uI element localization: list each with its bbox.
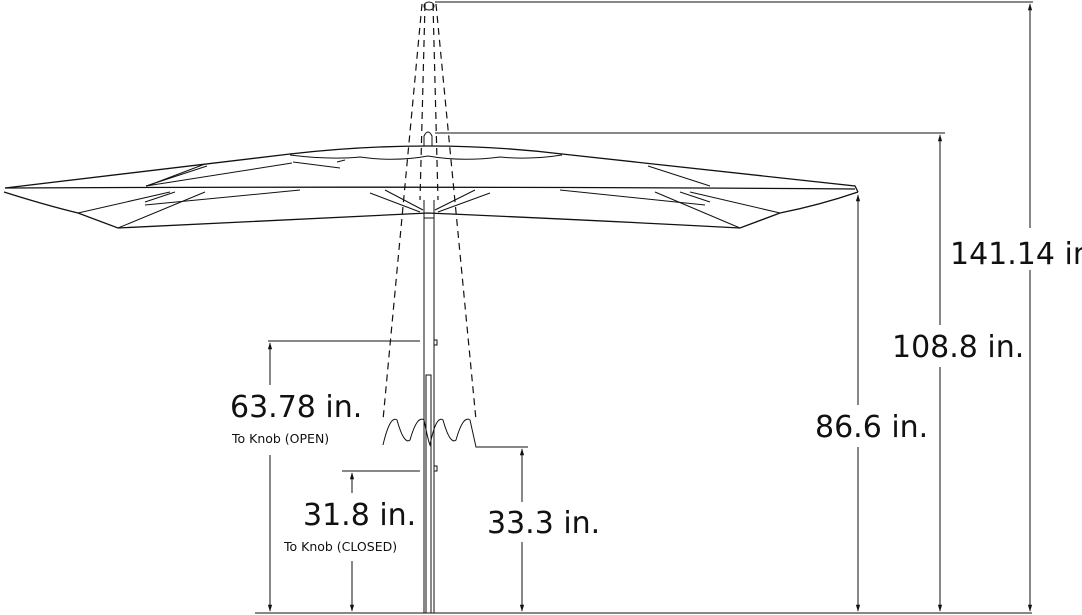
knob-closed-caption: To Knob (CLOSED) bbox=[283, 539, 397, 554]
canopy-edge-clearance-label: 86.6 in. bbox=[815, 410, 928, 445]
knob-open-label: 63.78 in. bbox=[230, 390, 362, 425]
dimension-lines bbox=[267, 1, 1033, 612]
knob-closed-label: 31.8 in. bbox=[303, 498, 416, 533]
closed-clearance-label: 33.3 in. bbox=[487, 506, 600, 541]
pole bbox=[423, 217, 438, 614]
total-height-label: 141.14 in. bbox=[950, 237, 1082, 272]
closed-umbrella-outline bbox=[382, 1, 528, 448]
canopy-top-height-label: 108.8 in. bbox=[892, 330, 1024, 365]
knob-open-caption: To Knob (OPEN) bbox=[231, 431, 329, 446]
open-canopy bbox=[3, 131, 859, 229]
